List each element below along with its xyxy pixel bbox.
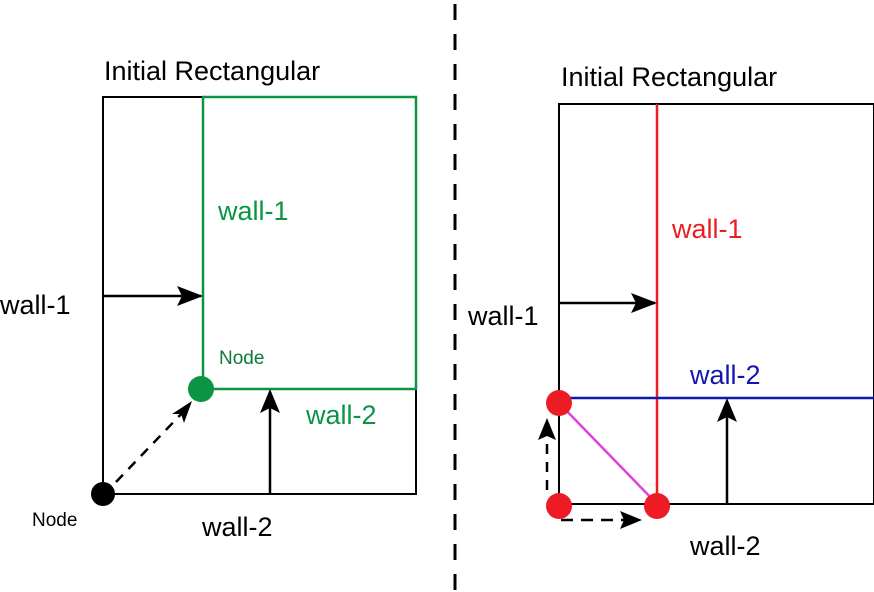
left-wall2-outer-label: wall-2: [201, 512, 273, 542]
left-wall1-inner-label: wall-1: [217, 196, 289, 226]
right-wall1-outer-label: wall-1: [467, 301, 539, 331]
left-moved-node: [188, 376, 214, 402]
left-wall1-arrowhead: [177, 286, 203, 306]
right-wall2-outer-label: wall-2: [689, 531, 761, 561]
right-node-bottom-left: [546, 493, 572, 519]
left-wall2-inner-label: wall-2: [305, 400, 377, 430]
right-node-right-arrowhead: [620, 511, 642, 529]
right-wall2-arrowhead: [717, 398, 737, 422]
left-moved-rectangle: [201, 95, 418, 391]
right-wall1-inner-label: wall-1: [671, 214, 743, 244]
right-node-top: [546, 390, 572, 416]
right-node-up-arrowhead: [538, 418, 556, 440]
left-node-move-arrow: [115, 408, 187, 483]
left-title: Initial Rectangular: [104, 56, 320, 86]
right-diagonal-line: [558, 402, 658, 505]
left-wall2-arrowhead: [260, 389, 280, 413]
left-moved-node-label: Node: [219, 348, 264, 369]
left-origin-node-label: Node: [32, 510, 77, 531]
right-wall1-arrowhead: [631, 293, 657, 313]
right-wall2-inner-label: wall-2: [689, 360, 761, 390]
left-wall1-outer-label: wall-1: [0, 290, 71, 320]
right-node-bottom-right: [644, 493, 670, 519]
left-node-move-arrowhead: [172, 401, 192, 423]
right-panel: Initial Rectangular wall-1 wall-1 wall-2…: [467, 62, 874, 561]
right-title: Initial Rectangular: [561, 62, 777, 92]
left-origin-node: [91, 482, 115, 506]
left-panel: Initial Rectangular wall-1 wall-1 Node w…: [0, 56, 418, 542]
